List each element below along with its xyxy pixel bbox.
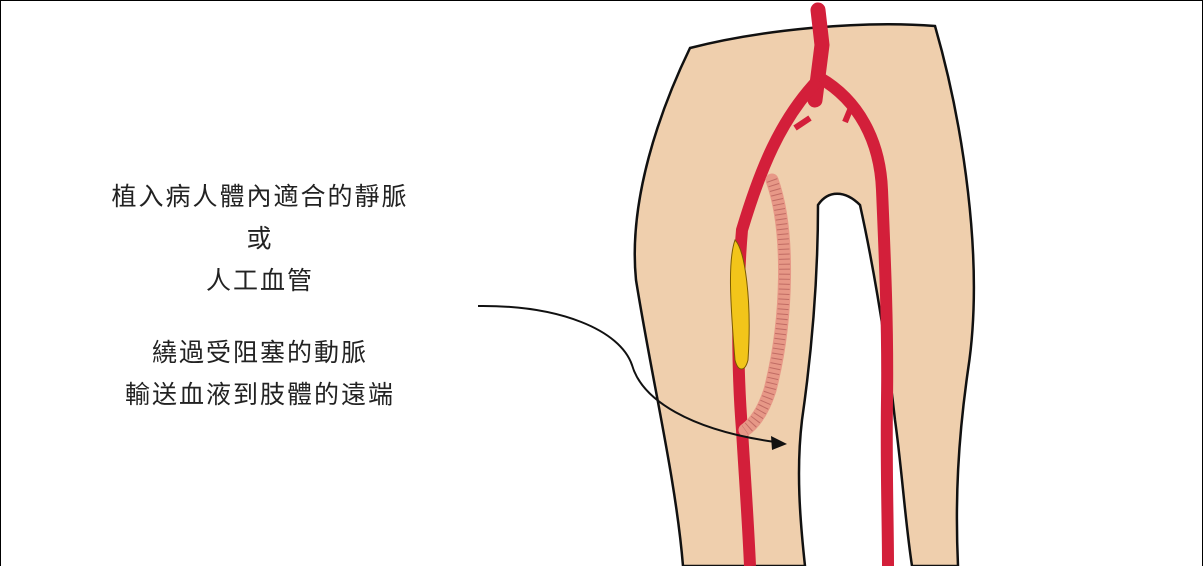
leg-bypass-illustration xyxy=(0,0,1203,566)
